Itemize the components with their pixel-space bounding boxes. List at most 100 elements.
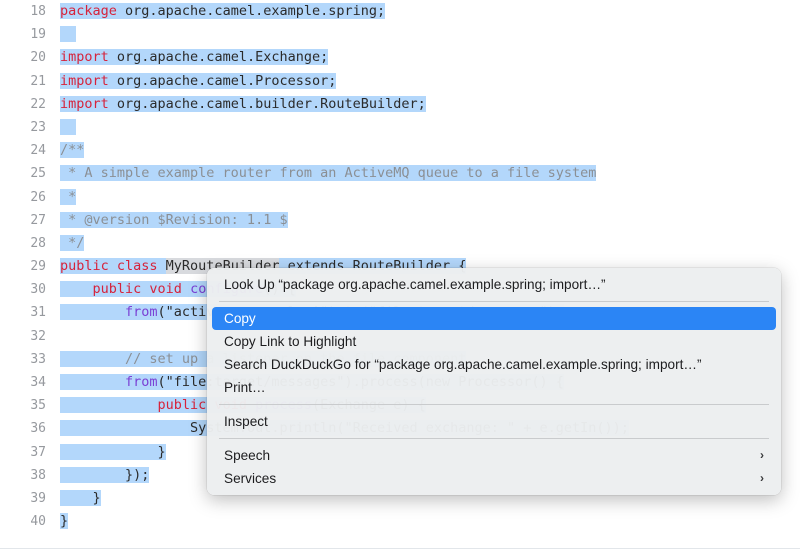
menu-item-copy-link-to-highlight[interactable]: Copy Link to Highlight bbox=[212, 330, 776, 353]
line-number: 19 bbox=[30, 27, 46, 43]
menu-item-label: Copy bbox=[224, 311, 256, 326]
code-line: 22 import org.apache.camel.builder.RouteB… bbox=[0, 93, 800, 116]
code-token bbox=[60, 281, 93, 298]
menu-item-look-up[interactable]: Look Up “package org.apache.camel.exampl… bbox=[212, 273, 776, 296]
line-number: 26 bbox=[30, 189, 46, 205]
code-token bbox=[60, 420, 191, 437]
code-text: /** bbox=[60, 139, 85, 162]
code-token: public class bbox=[60, 258, 166, 275]
code-text: import org.apache.camel.builder.RouteBui… bbox=[60, 93, 426, 116]
line-number: 39 bbox=[30, 490, 46, 506]
context-menu[interactable]: Look Up “package org.apache.camel.exampl… bbox=[207, 268, 781, 495]
line-number: 23 bbox=[30, 119, 46, 135]
code-token: org.apache.camel.example.spring; bbox=[125, 3, 386, 19]
code-token: import bbox=[60, 72, 117, 89]
code-line: 19 bbox=[0, 23, 800, 46]
code-token: from bbox=[125, 374, 158, 390]
menu-item-copy[interactable]: Copy bbox=[212, 307, 776, 330]
code-token bbox=[60, 397, 158, 414]
code-text: * @version $Revision: 1.1 $ bbox=[60, 209, 288, 232]
line-number: 38 bbox=[30, 467, 46, 483]
code-token: }); bbox=[60, 466, 150, 483]
code-token: /** bbox=[60, 142, 85, 159]
line-number: 28 bbox=[30, 235, 46, 251]
menu-item-services[interactable]: Services› bbox=[212, 467, 776, 490]
code-line: 21 import org.apache.camel.Processor; bbox=[0, 70, 800, 93]
line-number: 29 bbox=[30, 259, 46, 275]
menu-item-print[interactable]: Print… bbox=[212, 376, 776, 399]
code-token: org.apache.camel.builder.RouteBuilder; bbox=[116, 95, 426, 112]
code-token bbox=[60, 350, 126, 367]
code-line: 39 } bbox=[0, 487, 800, 510]
line-number: 30 bbox=[30, 282, 46, 298]
line-number: 36 bbox=[30, 421, 46, 437]
code-token: package bbox=[60, 3, 126, 19]
code-token bbox=[60, 304, 126, 321]
menu-item-label: Inspect bbox=[224, 414, 268, 429]
code-token: * bbox=[60, 188, 77, 205]
code-token: * @version $Revision: 1.1 $ bbox=[60, 211, 288, 228]
code-text: * A simple example router from an Active… bbox=[60, 162, 597, 185]
code-line: 23 bbox=[0, 116, 800, 139]
code-token: import bbox=[60, 49, 117, 66]
code-text bbox=[60, 116, 77, 139]
code-line: 20 import org.apache.camel.Exchange; bbox=[0, 46, 800, 69]
menu-item-search-duckduckgo[interactable]: Search DuckDuckGo for “package org.apach… bbox=[212, 353, 776, 376]
line-number: 31 bbox=[30, 305, 46, 321]
line-number: 20 bbox=[30, 50, 46, 66]
menu-item-label: Copy Link to Highlight bbox=[224, 334, 357, 349]
code-line: 40} bbox=[0, 510, 800, 533]
code-line: 38 }); bbox=[0, 464, 800, 487]
code-token: org.apache.camel.Processor; bbox=[116, 72, 337, 89]
code-token: import bbox=[60, 95, 117, 112]
code-line: 27 * @version $Revision: 1.1 $ bbox=[0, 209, 800, 232]
code-token: org.apache.camel.Exchange; bbox=[116, 49, 329, 66]
menu-separator bbox=[219, 301, 769, 302]
menu-separator bbox=[219, 438, 769, 439]
code-text: */ bbox=[60, 232, 85, 255]
menu-item-label: Search DuckDuckGo for “package org.apach… bbox=[224, 357, 702, 372]
menu-item-speech[interactable]: Speech › bbox=[212, 444, 776, 467]
code-line: 24 /** bbox=[0, 139, 800, 162]
code-token: } bbox=[60, 513, 69, 530]
code-text: * bbox=[60, 186, 77, 209]
code-token: */ bbox=[60, 234, 85, 251]
menu-item-label: Print… bbox=[224, 380, 266, 395]
line-number: 27 bbox=[30, 212, 46, 228]
line-number: 21 bbox=[30, 73, 46, 89]
code-token bbox=[60, 26, 77, 43]
code-text: package org.apache.camel.example.spring; bbox=[60, 0, 386, 23]
chevron-right-icon: › bbox=[760, 448, 764, 462]
code-token: public void bbox=[92, 281, 191, 298]
code-token: * A simple example router from an Active… bbox=[60, 165, 597, 182]
code-token bbox=[60, 374, 126, 390]
menu-item-label: Look Up “package org.apache.camel.exampl… bbox=[224, 277, 606, 292]
menu-item-label: Services bbox=[224, 471, 277, 486]
menu-item-label: Speech bbox=[224, 448, 271, 463]
line-number: 25 bbox=[30, 166, 46, 182]
line-number: 33 bbox=[30, 351, 46, 367]
line-number: 24 bbox=[30, 143, 46, 159]
line-number: 32 bbox=[30, 328, 46, 344]
code-text: import org.apache.camel.Exchange; bbox=[60, 46, 329, 69]
context-menu-body: Look Up “package org.apache.camel.exampl… bbox=[207, 273, 781, 490]
code-token: from bbox=[125, 304, 158, 321]
code-text: } bbox=[60, 487, 101, 510]
code-text: } bbox=[60, 510, 69, 533]
code-line: 28 */ bbox=[0, 232, 800, 255]
code-text: import org.apache.camel.Processor; bbox=[60, 70, 337, 93]
code-line: 32 bbox=[0, 325, 800, 348]
code-text bbox=[60, 23, 77, 46]
code-line: 37 } bbox=[0, 441, 800, 464]
line-number: 40 bbox=[30, 514, 46, 530]
line-number: 37 bbox=[30, 444, 46, 460]
code-text: }); bbox=[60, 464, 150, 487]
code-line: 25 * A simple example router from an Act… bbox=[0, 162, 800, 185]
menu-item-inspect[interactable]: Inspect bbox=[212, 410, 776, 433]
line-number: 22 bbox=[30, 96, 46, 112]
code-text: } bbox=[60, 441, 166, 464]
code-line: 26 * bbox=[0, 186, 800, 209]
